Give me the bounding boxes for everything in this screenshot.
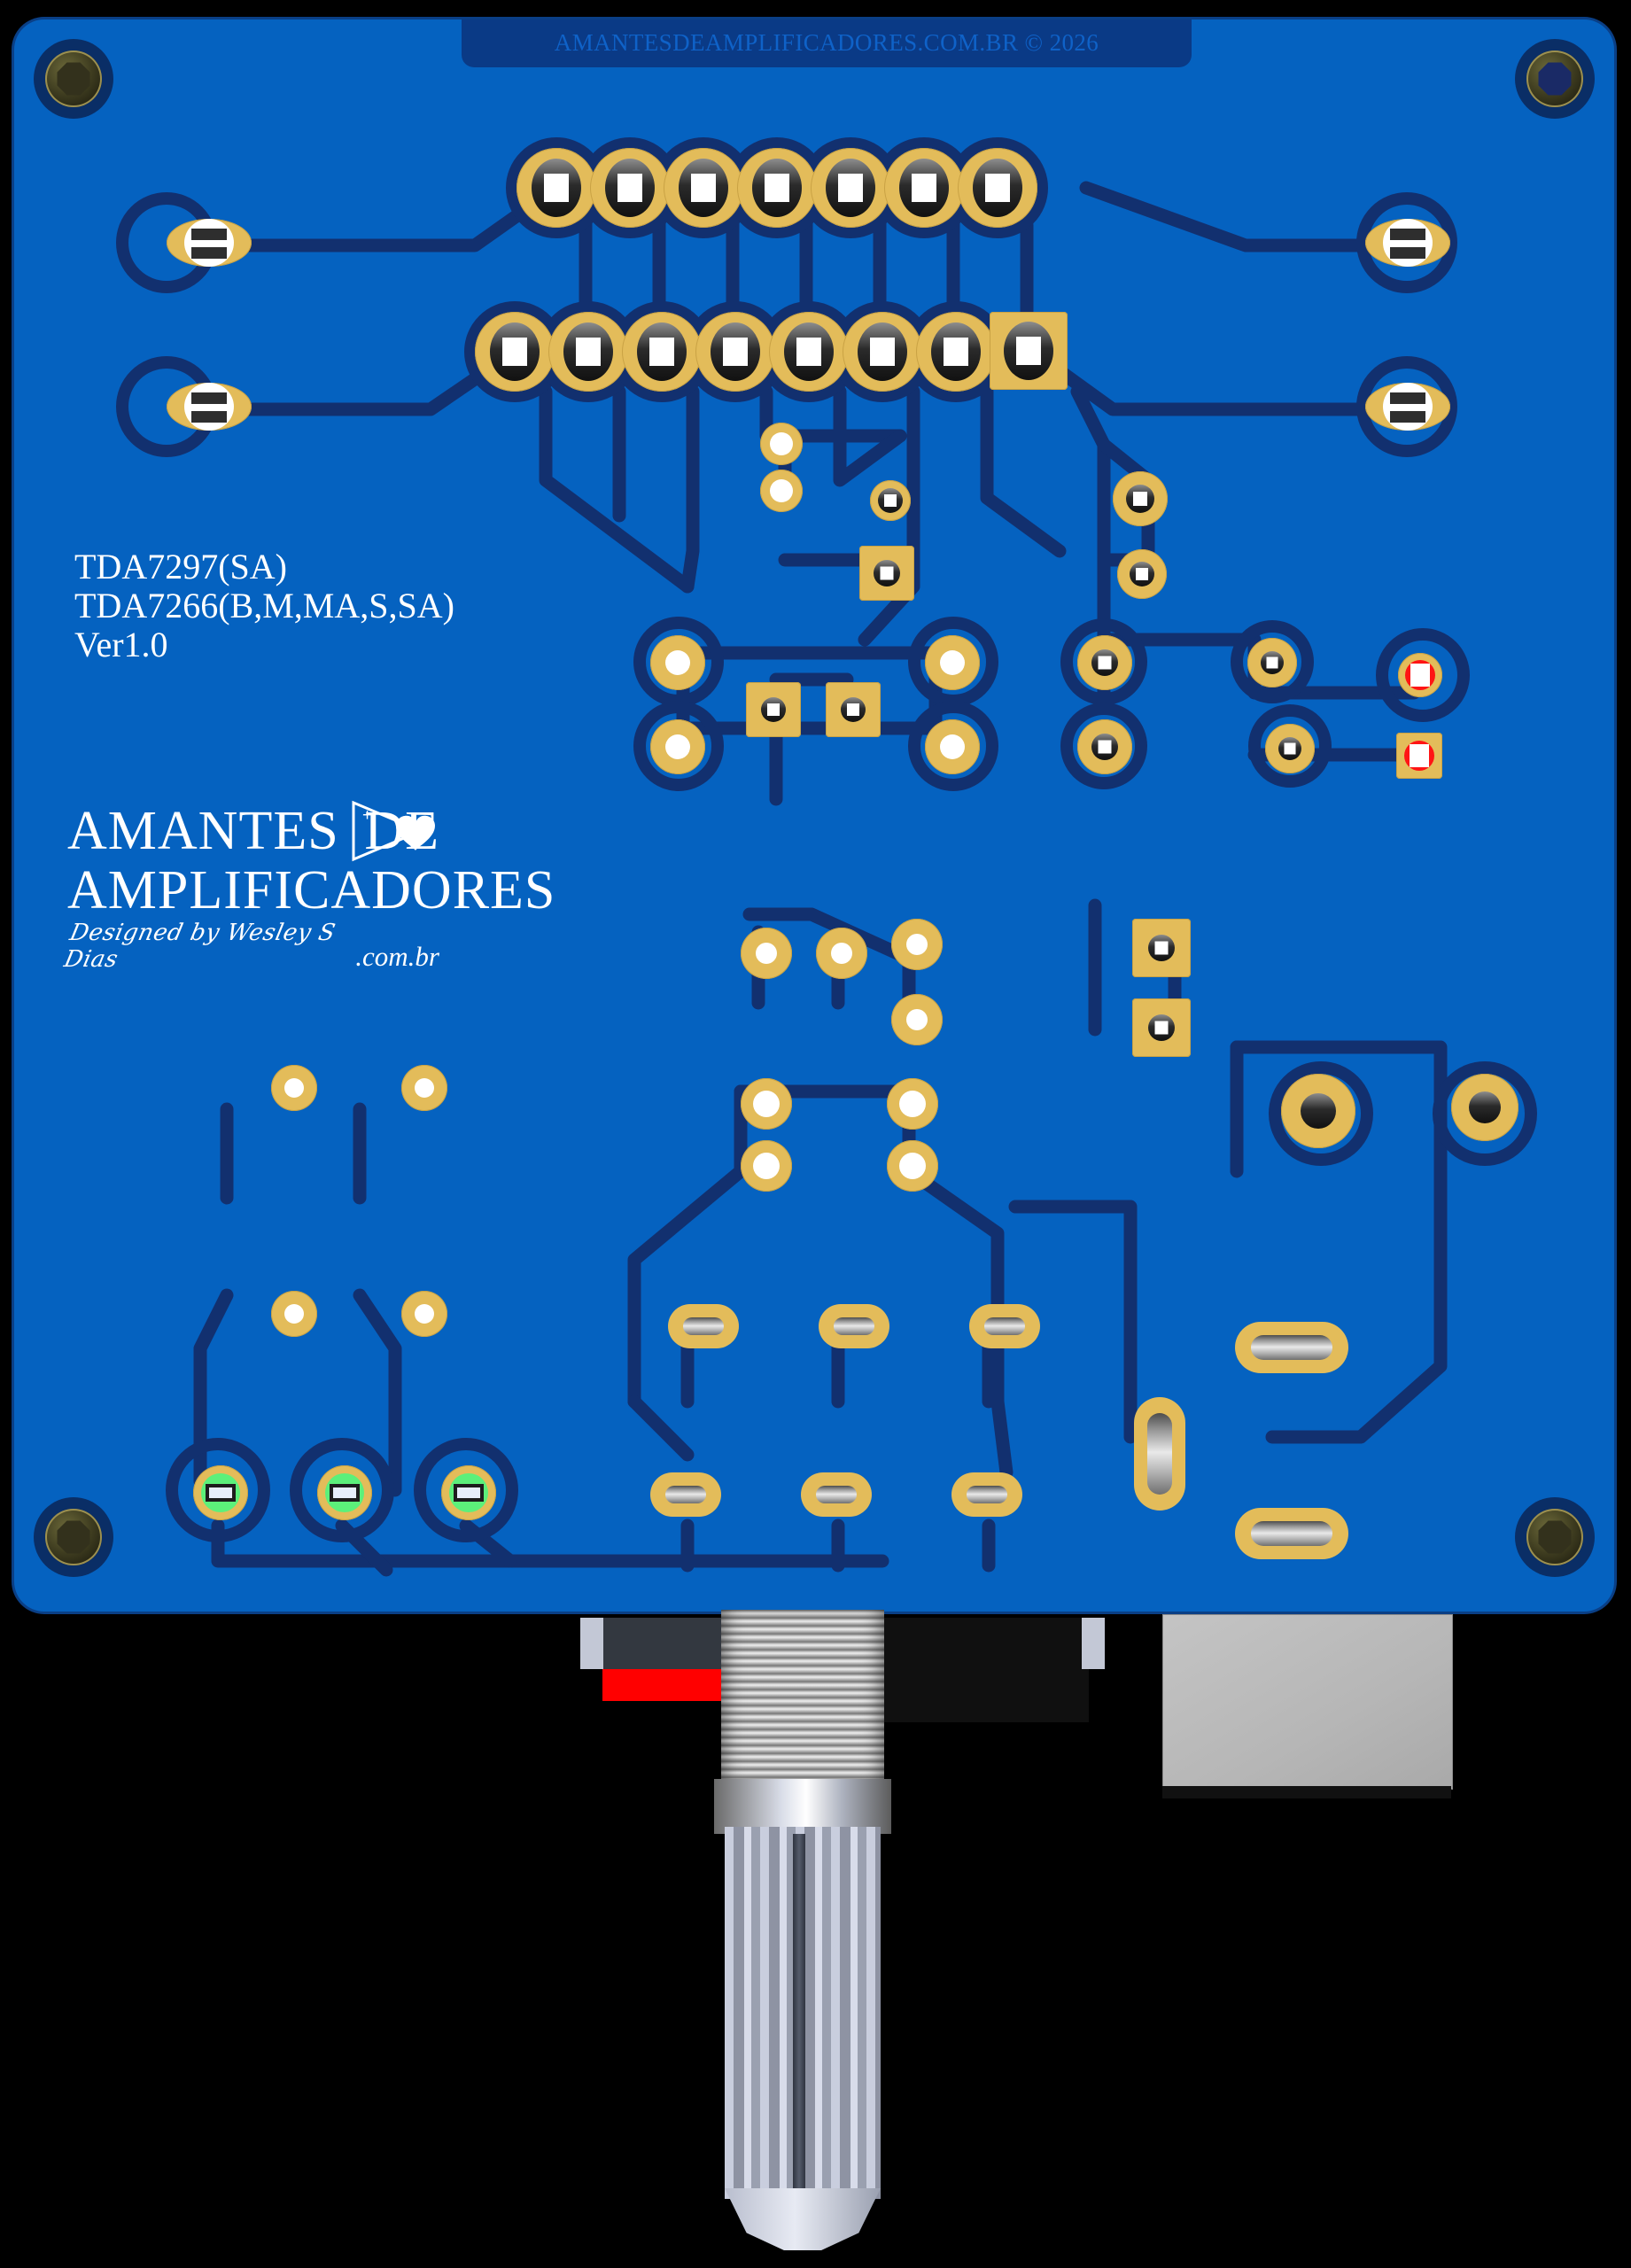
brand-logo: AMANTES + DE AMPLIFICADORES Designed by … (62, 799, 556, 973)
cap-pad-5 (1077, 635, 1132, 690)
center-pad-5 (741, 1078, 792, 1130)
silkscreen-part-numbers: TDA7297(SA) TDA7266(B,M,MA,S,SA) Ver1.0 (74, 548, 454, 664)
copyright-text: AMANTESDEAMPLIFICADORES.COM.BR © 2026 (554, 28, 1099, 56)
resistor-pad-2 (826, 682, 881, 737)
center-pad-1 (741, 928, 792, 979)
pot-lug-red (602, 1669, 726, 1701)
speaker-pad-right-1 (1365, 219, 1450, 267)
speaker-pad-left-2 (167, 383, 252, 431)
slot-pad-power-1 (1235, 1322, 1348, 1373)
cap-pad-7 (1247, 638, 1297, 687)
pin-pad-mid-1 (475, 312, 555, 392)
cap-pad-6 (1077, 719, 1132, 774)
pin-pad-mid-3 (622, 312, 702, 392)
terminal-block-connector[interactable] (1162, 1614, 1453, 1790)
via-2 (760, 470, 803, 512)
bottom-pad-1 (668, 1304, 739, 1348)
cap-pad-3 (650, 719, 705, 774)
cap-pad-8 (1265, 724, 1315, 773)
via-left-3 (271, 1291, 317, 1337)
speaker-pad-left-1 (167, 219, 252, 267)
amplifier-heart-icon: + (345, 799, 435, 863)
led-pad-2 (317, 1465, 372, 1520)
mount-hole-top-left (34, 39, 113, 119)
mount-hole-bottom-right (1515, 1497, 1595, 1577)
copyright-banner: AMANTESDEAMPLIFICADORES.COM.BR © 2026 (462, 19, 1192, 67)
pot-terminal-block-right (876, 1618, 1089, 1722)
potentiometer-shaft-tip (725, 2188, 881, 2250)
mount-hole-top-right (1515, 39, 1595, 119)
pin-pad-mid-8-square (990, 312, 1068, 390)
cap-pad-2 (925, 635, 980, 690)
logo-word-amantes: AMANTES (67, 801, 339, 861)
cap-pad-4 (925, 719, 980, 774)
center-pad-8 (887, 1140, 938, 1192)
silkscreen-line-2: TDA7266(B,M,MA,S,SA) (74, 586, 454, 625)
led-pad-3 (441, 1465, 496, 1520)
pin-pad-top-7 (958, 148, 1037, 228)
slot-pad-power-2 (1235, 1508, 1348, 1559)
pin-pad-top-6 (884, 148, 964, 228)
bottom-pad-2 (819, 1304, 889, 1348)
transistor-pad-2 (1132, 998, 1191, 1057)
bottom-pad-4 (650, 1472, 721, 1517)
pin-pad-mid-6 (843, 312, 922, 392)
pot-lug-right (1082, 1618, 1105, 1669)
speaker-pad-right-2 (1365, 383, 1450, 431)
led-pad-1 (193, 1465, 248, 1520)
pin-pad-top-2 (590, 148, 670, 228)
polarity-pad-2 (1396, 733, 1442, 779)
via-5 (1113, 471, 1168, 526)
pin-pad-mid-7 (916, 312, 996, 392)
cap-pad-1 (650, 635, 705, 690)
bottom-pad-3 (969, 1304, 1040, 1348)
polarity-pad-1 (1398, 653, 1442, 697)
center-pad-6 (887, 1078, 938, 1130)
center-pad-3 (891, 919, 943, 970)
big-pad-2 (1451, 1074, 1518, 1141)
big-pad-1 (1281, 1074, 1355, 1148)
via-left-4 (401, 1291, 447, 1337)
pot-lug-left (580, 1618, 603, 1669)
logo-word-amplificadores: AMPLIFICADORES (67, 860, 556, 920)
pot-terminal-block-left (580, 1618, 726, 1669)
silkscreen-line-3: Ver1.0 (74, 625, 168, 664)
silkscreen-line-1: TDA7297(SA) (74, 547, 287, 586)
pin-pad-mid-4 (695, 312, 775, 392)
via-3 (870, 480, 911, 521)
pin-pad-top-1 (516, 148, 596, 228)
via-left-2 (401, 1065, 447, 1111)
center-pad-7 (741, 1140, 792, 1192)
potentiometer-collar (714, 1779, 891, 1834)
via-6 (1117, 549, 1167, 599)
pin-pad-mid-2 (548, 312, 628, 392)
pin-pad-top-3 (664, 148, 743, 228)
transistor-pad-1 (1132, 919, 1191, 977)
connector-shadow (1162, 1786, 1451, 1798)
via-4-square (859, 546, 914, 601)
center-pad-4 (891, 994, 943, 1045)
logo-domain: .com.br (355, 941, 439, 972)
bottom-pad-6 (951, 1472, 1022, 1517)
bottom-pad-5 (801, 1472, 872, 1517)
pin-pad-top-5 (811, 148, 890, 228)
via-1 (760, 423, 803, 465)
potentiometer-shaft-slot (793, 1834, 805, 2188)
pcb-board: AMANTESDEAMPLIFICADORES.COM.BR © 2026 (14, 19, 1614, 1612)
svg-text:+: + (362, 806, 372, 825)
via-left-1 (271, 1065, 317, 1111)
slot-pad-vertical (1134, 1397, 1185, 1511)
pin-pad-top-4 (737, 148, 817, 228)
pin-pad-mid-5 (769, 312, 849, 392)
center-pad-2 (816, 928, 867, 979)
logo-signature: Designed by Wesley S Dias (61, 920, 338, 973)
resistor-pad-1 (746, 682, 801, 737)
mount-hole-bottom-left (34, 1497, 113, 1577)
volume-potentiometer-bushing[interactable] (721, 1610, 884, 1787)
